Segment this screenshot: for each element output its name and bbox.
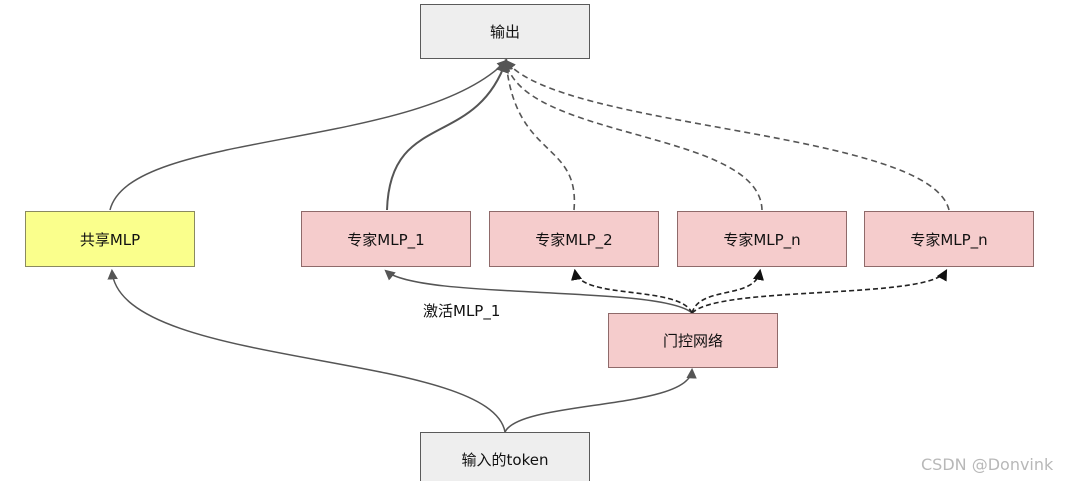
edge-gate-to-expertna [691,268,764,314]
expert-n-node-b: 专家MLP_n [864,211,1034,267]
edge-gate-to-expertnb [691,269,948,314]
activate-mlp1-annotation: 激活MLP_1 [423,302,501,320]
edge-expert2-to-output [501,58,576,211]
edge-expert1-to-output [386,58,509,211]
edge-gate-to-expert1 [384,269,693,314]
expert-2-node: 专家MLP_2 [489,211,659,267]
shared-mlp-label: 共享MLP [79,230,141,249]
expert-2-label: 专家MLP_2 [535,230,613,249]
expert-1-node: 专家MLP_1 [301,211,471,267]
edge-expertnb-to-output [504,59,950,211]
expert-1-label: 专家MLP_1 [347,230,425,249]
expert-n-label-b: 专家MLP_n [910,230,988,249]
expert-n-node-a: 专家MLP_n [677,211,847,267]
shared-mlp-node: 共享MLP [25,211,195,267]
input-token-label: 输入的token [461,451,549,469]
edge-input-to-gate [504,367,697,433]
output-node-label: 输出 [489,23,520,41]
edge-shared-to-output [109,59,508,211]
expert-n-label-a: 专家MLP_n [723,230,801,249]
input-token-node: 输入的token [420,432,590,481]
gate-network-label: 门控网络 [662,332,723,350]
edge-expertna-to-output [502,58,763,211]
edge-input-to-shared [107,268,506,433]
watermark: CSDN @Donvink [921,455,1054,474]
output-node: 输出 [420,4,590,59]
gate-network-node: 门控网络 [608,313,778,368]
edge-gate-to-expert2 [571,268,693,314]
